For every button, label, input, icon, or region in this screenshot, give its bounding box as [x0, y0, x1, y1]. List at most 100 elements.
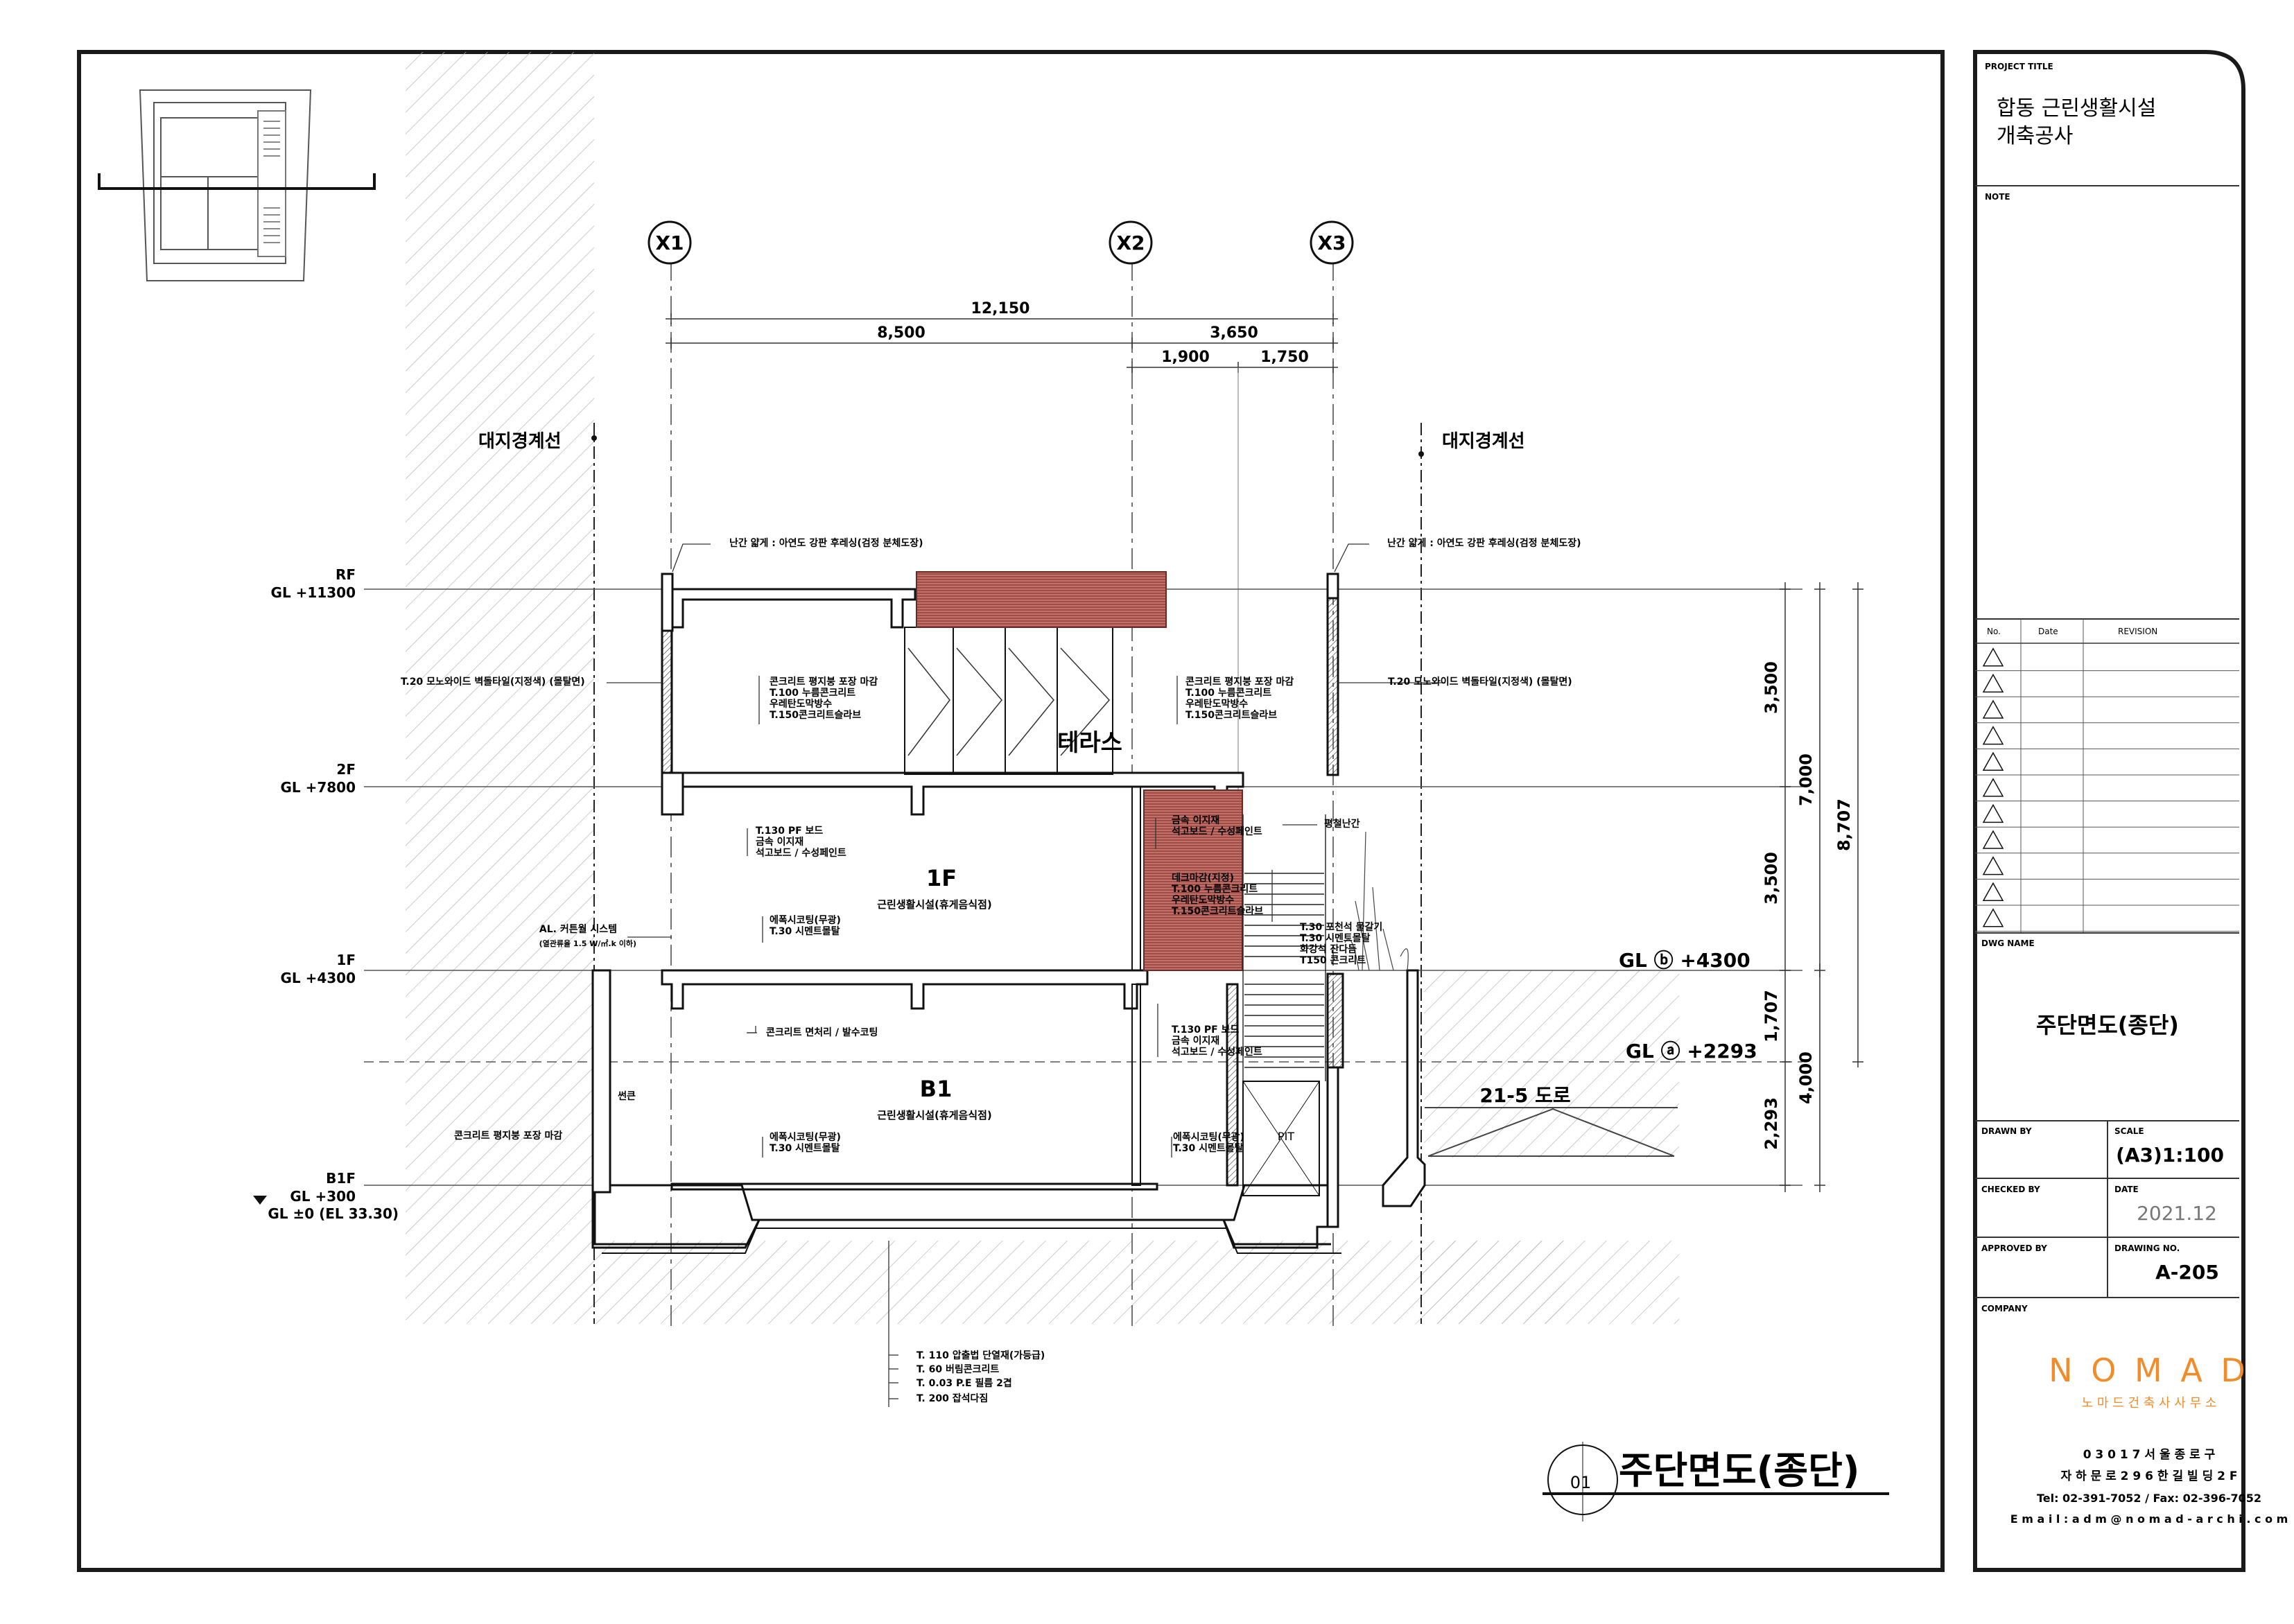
- revision-row: [1975, 778, 2239, 802]
- room-1f: 1F: [926, 865, 957, 891]
- revision-triangle-icon: [1982, 699, 2004, 719]
- key-plan: [98, 89, 376, 281]
- company-tel: Tel: 02-391-7052 / Fax: 02-396-7052: [2037, 1492, 2261, 1505]
- dim-12150: 12,150: [971, 300, 1030, 317]
- drawn-by-label: DRAWN BY: [1981, 1126, 2032, 1136]
- level-b1f-gl: GL +300: [290, 1188, 356, 1205]
- note-ceil-1f-3: 석고보드 / 수성페인트: [756, 847, 846, 859]
- note-terrace-2: T.100 누름콘크리트: [1172, 884, 1258, 895]
- level-b1f-el: GL ±0 (EL 33.30): [268, 1205, 399, 1222]
- gl-a-label: GL ⓐ +2293: [1626, 1040, 1757, 1063]
- drawing-title-number: 01: [1570, 1473, 1592, 1492]
- company-logo-sub: 노 마 드 건 축 사 사 무 소: [2082, 1396, 2217, 1411]
- dim-2293: 2,293: [1762, 1097, 1781, 1150]
- note-foundation-3: T. 0.03 P.E 필름 2겹: [916, 1377, 1012, 1389]
- revision-triangle-icon: [1982, 778, 2004, 797]
- revision-row: [1975, 647, 2239, 672]
- annotation-leaders: [607, 543, 1445, 1407]
- level-b1f-name: B1F: [326, 1170, 356, 1187]
- note-floor-b1-2: T.30 시멘트몰탈: [770, 1143, 840, 1154]
- roof-deck: [916, 571, 1167, 628]
- note-roof-right-3: 우레탄도막방수: [1185, 698, 1248, 710]
- revision-row: [1975, 856, 2239, 880]
- scale-value: (A3)1:100: [2116, 1144, 2224, 1167]
- note-stair-1: T.30 포천석 물갈기: [1300, 922, 1382, 933]
- note-railing-left: 난간 얇게 : 아연도 강판 후레싱(검정 분체도장): [729, 537, 923, 549]
- dim-3500-lower: 3,500: [1762, 852, 1781, 905]
- room-pit: PIT: [1278, 1130, 1294, 1143]
- note-floor-b1-right-2: T.30 시멘트몰탈: [1173, 1143, 1244, 1154]
- revision-row: [1975, 699, 2239, 724]
- revision-triangle-icon: [1982, 856, 2004, 875]
- drawing-title: 01 주단면도(종단): [1543, 1442, 1889, 1521]
- boundary-marker: [1418, 451, 1424, 457]
- project-title-label: PROJECT TITLE: [1985, 62, 2053, 71]
- level-1f-gl: GL +4300: [280, 970, 356, 986]
- note-roof-left-4: T.150콘크리트슬라브: [770, 710, 861, 721]
- revision-triangle-icon: [1982, 751, 2004, 771]
- plant-sketch: [1344, 831, 1409, 971]
- level-marker: [253, 1196, 267, 1205]
- note-ceil-b1-right-3: 석고보드 / 수성페인트: [1172, 1046, 1262, 1058]
- company-logo: N O M A D: [2049, 1352, 2250, 1389]
- site-boundary-left-label: 대지경계선: [478, 431, 562, 452]
- project-title-line1: 합동 근린생활시설: [1997, 96, 2156, 121]
- note-railing-right: 난간 얇게 : 아연도 강판 후레싱(검정 분체도장): [1387, 537, 1581, 549]
- note-ceil-1f-right-2: 석고보드 / 수성페인트: [1172, 826, 1262, 837]
- note-roof-left-1: 콘크리트 평지붕 포장 마감: [770, 676, 878, 688]
- date-label: DATE: [2114, 1185, 2139, 1194]
- revision-row: [1975, 751, 2239, 776]
- annotations: 난간 얇게 : 아연도 강판 후레싱(검정 분체도장) 난간 얇게 : 아연도 …: [401, 537, 1581, 1404]
- revision-row: [1975, 830, 2239, 854]
- note-stair-4: T150 콘크리트: [1300, 955, 1366, 966]
- note-wall-right: T.20 모노와이드 벽돌타일(지정색) (몰탈면): [1388, 676, 1572, 688]
- note-roof-right-4: T.150콘크리트슬라브: [1185, 710, 1277, 721]
- note-stair-2: T.30 시멘트몰탈: [1300, 933, 1371, 944]
- company-address-2: 자 하 문 로 2 9 6 한 길 빌 딩 2 F: [2060, 1469, 2237, 1483]
- dim-1707: 1,707: [1762, 990, 1781, 1042]
- sunken-label: 썬큰: [618, 1091, 636, 1102]
- note-ceil-b1-right-1: T.130 PF 보드: [1172, 1024, 1239, 1036]
- revision-triangle-icon: [1982, 647, 2004, 667]
- gl-b-label: GL ⓑ +4300: [1619, 949, 1750, 972]
- sheet-border: [77, 50, 1945, 1572]
- grid-label: X2: [1116, 232, 1145, 254]
- note-floor-b1-right-1: 에폭시코팅(무광): [1173, 1131, 1244, 1143]
- room-terrace: 테라스: [1057, 729, 1122, 757]
- note-sunken-finish: 콘크리트 평지붕 포장 마감: [454, 1130, 562, 1142]
- revision-row: [1975, 726, 2239, 749]
- dim-1900: 1,900: [1161, 349, 1210, 366]
- grid-bubble-x1: X1: [648, 220, 692, 265]
- site-boundary-right-label: 대지경계선: [1442, 431, 1525, 452]
- revision-triangle-icon: [1982, 726, 2004, 745]
- drawing-title-text: 주단면도(종단): [1619, 1449, 1859, 1492]
- building-section: [591, 573, 1426, 1254]
- note-handrail: 평철난간: [1324, 818, 1360, 830]
- note-roof-left-3: 우레탄도막방수: [770, 698, 832, 710]
- room-b1: B1: [920, 1076, 953, 1102]
- dwg-name-label: DWG NAME: [1981, 938, 2035, 948]
- note-floor-1f-2: T.30 시멘트몰탈: [770, 926, 840, 937]
- right-dimensions: [1780, 582, 1863, 1192]
- note-ceil-1f-1: T.130 PF 보드: [756, 826, 823, 837]
- rev-header-date: Date: [2038, 627, 2058, 636]
- note-curtain-wall: AL. 커튼월 시스템: [539, 923, 617, 935]
- level-rf-name: RF: [336, 566, 356, 583]
- room-b1-use: 근린생활시설(휴게음식점): [877, 1109, 992, 1121]
- section-cut-line: [98, 173, 376, 190]
- company-address-1: 0 3 0 1 7 서 울 종 로 구: [2083, 1448, 2216, 1462]
- note-foundation-1: T. 110 압출법 단열재(가등급): [916, 1350, 1045, 1361]
- revision-triangle-icon: [1982, 803, 2004, 823]
- dim-1750: 1,750: [1260, 349, 1309, 366]
- dim-8707: 8,707: [1834, 798, 1854, 851]
- title-block: PROJECT TITLE 합동 근린생활시설 개축공사 NOTE No. Da…: [1975, 62, 2288, 1526]
- company-label: COMPANY: [1981, 1304, 2028, 1313]
- note-terrace-1: 데크마감(지정): [1172, 872, 1234, 884]
- revision-triangle-icon: [1982, 908, 2004, 927]
- drawing-no-value: A-205: [2155, 1261, 2219, 1284]
- level-2f-gl: GL +7800: [280, 779, 356, 796]
- note-ceil-1f-2: 금속 이지재: [756, 836, 803, 848]
- revision-rows: [1975, 619, 2239, 933]
- dim-4000: 4,000: [1796, 1051, 1816, 1104]
